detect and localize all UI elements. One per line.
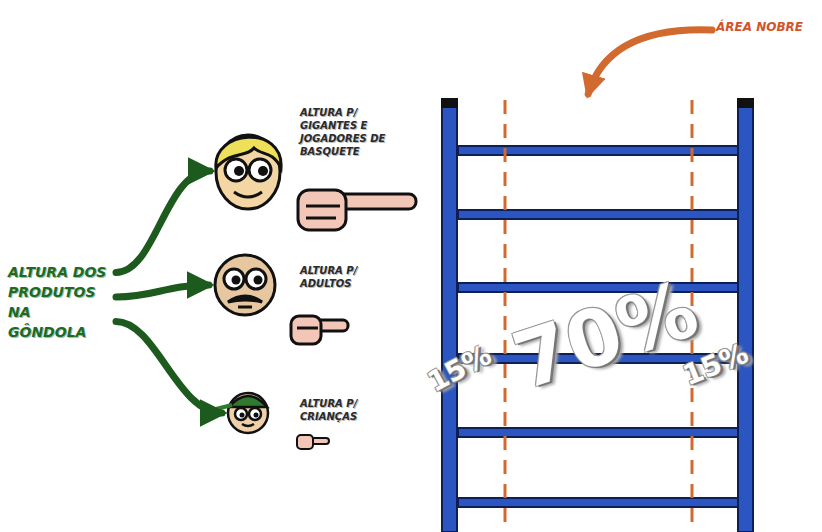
adult-face [215,255,275,315]
pointing-hand [297,435,329,449]
face-node: ALTURA P/ GIGANTES E JOGADORES DE BASQUE… [214,132,282,210]
pointing-hand [298,190,416,230]
arrow-connector [116,285,209,297]
pointing-hand [291,316,348,344]
node-label: ALTURA P/ ADULTOS [300,264,370,290]
callout-text: ÁREA NOBRE [716,20,816,40]
face-node: ALTURA P/ CRIANÇAS [226,391,270,435]
giant-face [216,135,281,209]
child-face [216,393,268,433]
node-label: ÁREA NOBRE [716,20,816,34]
node-label: ALTURA P/ CRIANÇAS [300,397,370,423]
gondola-structure [441,98,754,532]
node-label: ALTURA P/ GIGANTES E JOGADORES DE BASQUE… [300,106,390,158]
arrow-connector [588,30,712,94]
node-label: ALTURA DOS PRODUTOS NA GÔNDOLA [8,262,112,342]
face-node: ALTURA P/ ADULTOS [213,254,277,316]
arrow-connector [116,171,210,273]
percentage-label: 15% [422,338,497,399]
gondola: 15%70%15% [442,100,753,532]
percentage-label: 70% [503,263,708,406]
source-text: ALTURA DOS PRODUTOS NA GÔNDOLA [8,262,112,332]
arrow-connector [116,322,222,414]
